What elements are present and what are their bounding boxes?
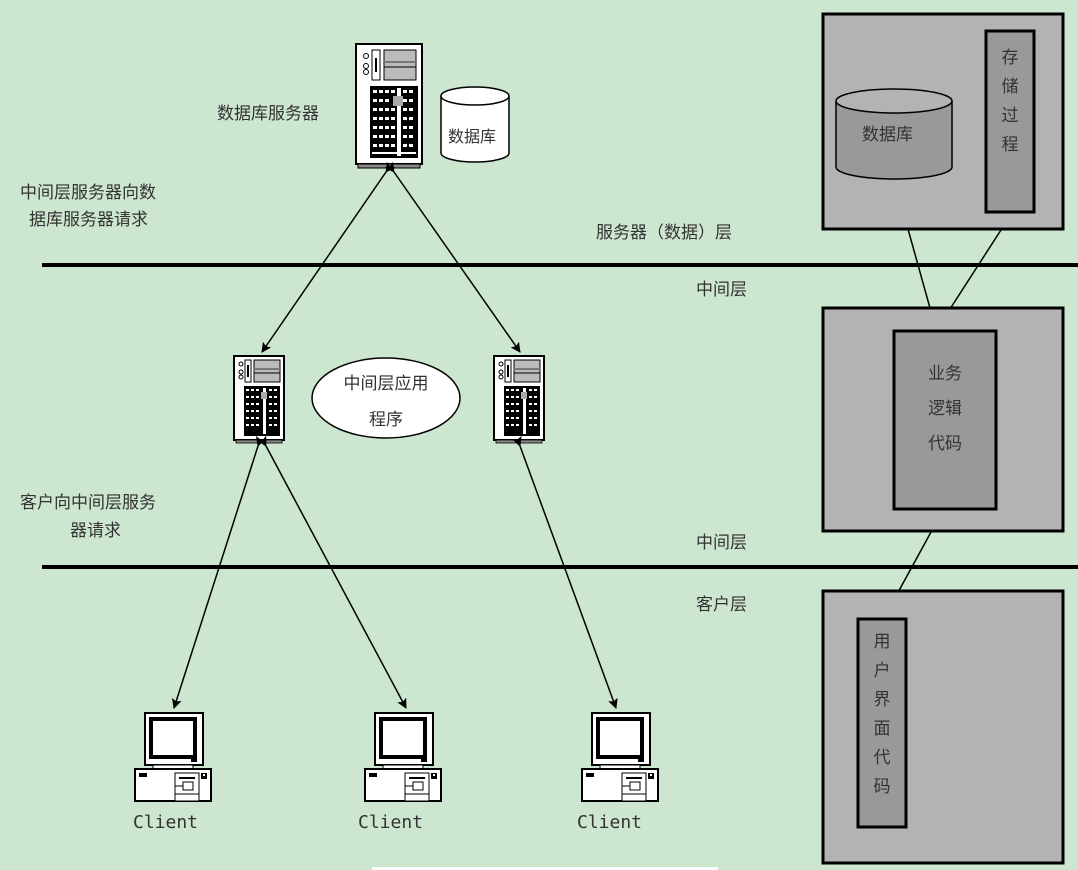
arrow-db-to-mid-left (261, 161, 396, 353)
client-tier-panel (821, 589, 1065, 865)
client-layer-label: 客户层 (696, 595, 747, 615)
arrow-mid-right-to-client-3 (512, 435, 618, 709)
middle-layer-label-top: 中间层 (696, 280, 747, 300)
database-server-icon (355, 43, 423, 169)
arrow-db-to-mid-right (384, 161, 521, 353)
database-cylinder-icon (440, 86, 510, 163)
ui-code-char: 面 (873, 719, 891, 739)
arrow-mid-left-to-client-1 (171, 435, 266, 709)
right-database-label: 数据库 (862, 125, 913, 145)
middle-app-line1: 中间层应用 (343, 374, 429, 394)
db-server-label: 数据库服务器 (217, 104, 319, 124)
stored-procedure-box (984, 29, 1036, 214)
client-label-2: Client (358, 812, 424, 833)
ui-code-char: 户 (873, 661, 891, 681)
mid-to-db-request-line2: 据库服务器请求 (29, 210, 148, 230)
stored-procedure-char: 储 (1001, 77, 1019, 97)
ui-code-char: 码 (873, 777, 891, 797)
stored-procedure-char: 存 (1001, 48, 1019, 68)
ui-code-char: 界 (873, 690, 891, 710)
client-to-mid-request-line2: 器请求 (70, 521, 121, 541)
stored-procedure-char: 程 (1001, 135, 1019, 155)
stored-procedure-label: 存 储 过 程 (986, 44, 1034, 160)
ui-code-box (856, 617, 908, 829)
database-cylinder-right-icon (835, 88, 953, 180)
client-pc-icon-1 (133, 711, 213, 803)
business-logic-line: 业务 (928, 364, 962, 384)
business-logic-label: 业务 逻辑 代码 (894, 357, 996, 462)
stored-procedure-char: 过 (1001, 106, 1019, 126)
client-label-3: Client (577, 812, 643, 833)
middle-server-left-icon (233, 355, 285, 444)
ui-code-char: 用 (873, 632, 891, 652)
ui-code-char: 代 (873, 748, 891, 768)
data-tier-panel (821, 12, 1065, 231)
client-label-1: Client (133, 812, 199, 833)
business-logic-line: 逻辑 (928, 399, 962, 419)
middle-app-line2: 程序 (369, 410, 403, 430)
middle-tier-panel (821, 306, 1065, 533)
bottom-white-strip (372, 867, 718, 870)
server-data-layer-label: 服务器（数据）层 (596, 223, 732, 243)
db-label: 数据库 (448, 127, 497, 146)
client-to-mid-request-line1: 客户向中间层服务 (20, 493, 156, 513)
middle-layer-label-bottom: 中间层 (696, 533, 747, 553)
business-logic-line: 代码 (928, 434, 962, 454)
client-pc-icon-3 (580, 711, 660, 803)
ui-code-label: 用 户 界 面 代 码 (858, 628, 906, 802)
middle-server-right-icon (493, 355, 545, 444)
client-pc-icon-2 (363, 711, 443, 803)
business-logic-box (892, 329, 998, 511)
mid-to-db-request-line1: 中间层服务器向数 (20, 183, 156, 203)
arrow-mid-left-to-client-2 (257, 435, 407, 709)
